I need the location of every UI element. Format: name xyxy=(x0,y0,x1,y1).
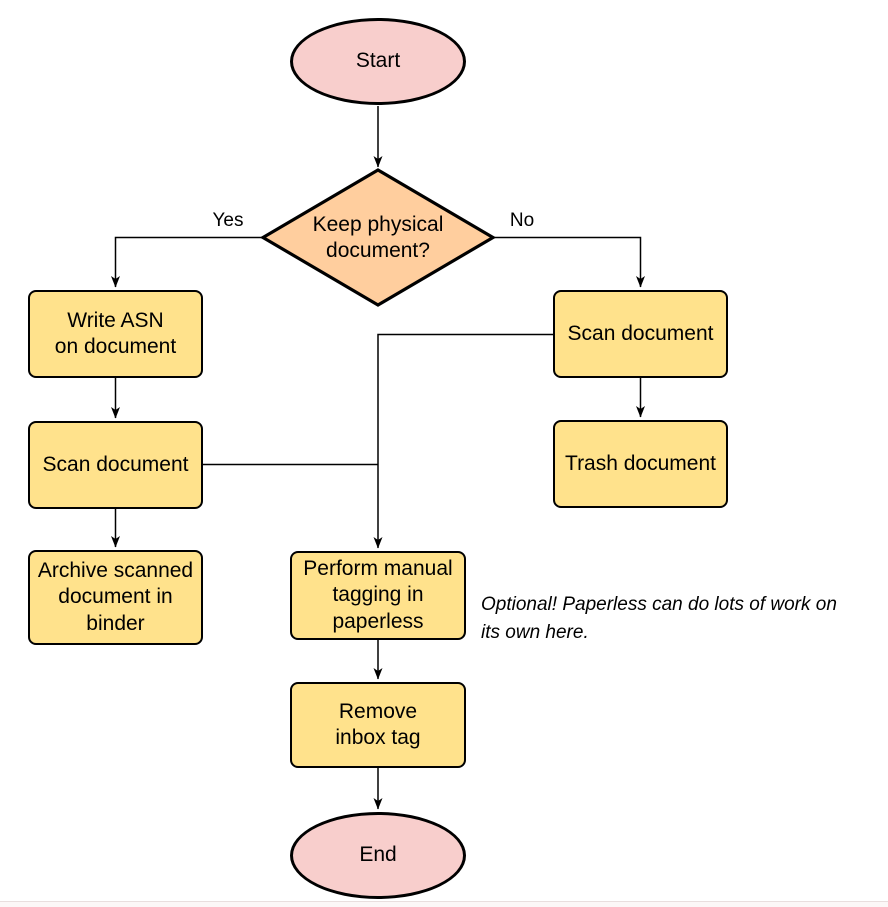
connector-decision-write-asn xyxy=(111,236,263,288)
annotation-optional-note: Optional! Paperless can do lots of work … xyxy=(481,594,837,643)
node-remove-inbox-tag: Remove inbox tag xyxy=(290,682,466,768)
node-start: Start xyxy=(290,18,466,105)
connector-decision-scan-right xyxy=(493,236,645,288)
node-trash-document: Trash document xyxy=(553,420,728,508)
decision-diamond-shape xyxy=(259,168,497,307)
node-end: End xyxy=(290,812,466,899)
page-bottom-edge xyxy=(0,901,888,907)
node-scan-document-right: Scan document xyxy=(553,290,728,378)
connector-scan-right-tagging xyxy=(373,333,553,549)
node-write-asn: Write ASN on document xyxy=(28,290,203,378)
edge-label-no: No xyxy=(509,210,535,231)
edge-label-yes: Yes xyxy=(212,210,244,231)
node-archive-scanned: Archive scanned document in binder xyxy=(28,550,203,645)
node-scan-document-left: Scan document xyxy=(28,421,203,509)
node-manual-tagging: Perform manual tagging in paperless xyxy=(290,551,466,640)
node-decision-label: Keep physical document? xyxy=(312,212,444,262)
